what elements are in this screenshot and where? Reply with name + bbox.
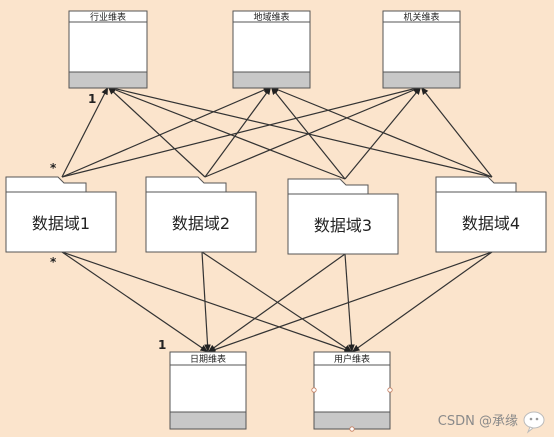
dimension-table-date[interactable]: 日期维表 xyxy=(169,351,247,430)
relationship-arrow xyxy=(107,86,346,180)
dimension-table-region[interactable]: 地域维表 xyxy=(232,10,311,89)
domain-label: 数据域1 xyxy=(32,214,90,233)
relationship-arrow xyxy=(204,86,422,178)
table-title: 用户维表 xyxy=(334,353,370,365)
relationship-arrow xyxy=(61,251,209,353)
relationship-arrow xyxy=(201,251,211,353)
relationship-arrow xyxy=(351,251,493,353)
data-domain-4[interactable]: 数据域4 xyxy=(435,176,547,253)
multiplicity-one-top: 1 xyxy=(88,92,96,106)
multiplicity-many-lower: * xyxy=(50,255,57,269)
relationship-arrow xyxy=(61,85,422,178)
relationship-arrow xyxy=(61,86,109,178)
multiplicity-many-upper: * xyxy=(50,161,57,175)
relationship-lines xyxy=(61,85,493,353)
table-title: 地域维表 xyxy=(253,11,289,23)
multiplicity-one-bottom: 1 xyxy=(158,338,166,352)
dimension-table-user[interactable]: 用户维表 xyxy=(311,351,393,432)
domain-label: 数据域2 xyxy=(172,214,230,233)
relationship-arrow xyxy=(270,86,346,180)
table-title: 日期维表 xyxy=(190,353,226,365)
relationship-arrow xyxy=(207,251,493,353)
selection-handle[interactable] xyxy=(387,387,393,393)
relationship-arrow xyxy=(420,86,493,178)
table-title: 行业维表 xyxy=(90,11,126,23)
data-domain-3[interactable]: 数据域3 xyxy=(287,178,399,255)
watermark-text: CSDN @承缘 xyxy=(437,414,518,429)
domain-label: 数据域3 xyxy=(314,216,372,235)
wechat-icon xyxy=(523,411,545,434)
selection-handle[interactable] xyxy=(311,387,317,393)
dimension-table-org[interactable]: 机关维表 xyxy=(382,10,461,89)
dimension-table-industry[interactable]: 行业维表 xyxy=(68,10,148,89)
relationship-arrow xyxy=(270,86,493,178)
relationship-arrow xyxy=(107,86,206,178)
relationship-arrow xyxy=(107,85,493,178)
relationship-arrow xyxy=(61,86,272,178)
data-domain-2[interactable]: 数据域2 xyxy=(145,176,257,253)
domain-label: 数据域4 xyxy=(462,214,520,233)
relationship-arrow xyxy=(204,86,272,178)
relationship-arrow xyxy=(61,251,353,353)
selection-handle[interactable] xyxy=(349,426,355,432)
data-domain-1[interactable]: 数据域1 xyxy=(5,176,117,253)
relationship-arrow xyxy=(207,253,346,353)
table-title: 机关维表 xyxy=(403,11,439,23)
